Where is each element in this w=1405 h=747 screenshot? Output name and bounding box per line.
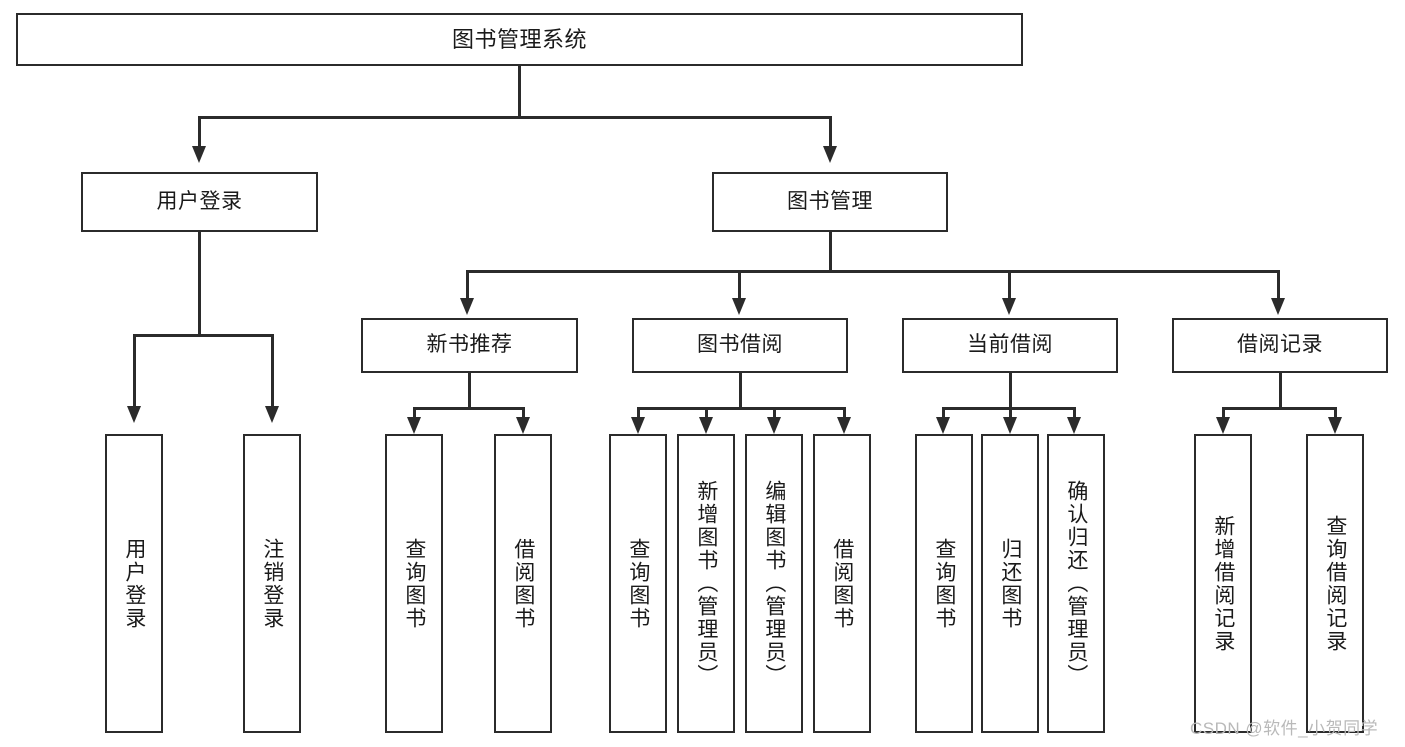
leaf-current-borrow-query[interactable]: 查询图书 — [915, 434, 973, 733]
connector-borrow-record-drop-2 — [1334, 407, 1337, 419]
node-label: 图书借阅 — [697, 333, 783, 357]
connector-root-to-book-mgmt — [829, 116, 832, 146]
node-label: 确认归还（管理员） — [1064, 480, 1088, 687]
arrow-new-book-leaf-2 — [516, 417, 530, 434]
node-label: 查询图书 — [932, 537, 956, 630]
leaf-user-login-login[interactable]: 用户登录 — [105, 434, 163, 733]
connector-user-login-drop-2 — [271, 334, 274, 406]
node-user-login[interactable]: 用户登录 — [81, 172, 318, 232]
connector-user-login-bus — [133, 334, 274, 337]
connector-book-borrow-drop-2 — [705, 407, 708, 419]
connector-root-to-user-login — [198, 116, 201, 146]
connector-book-mgmt-stem — [829, 232, 832, 272]
connector-book-mgmt-bus — [466, 270, 1279, 273]
node-root-system[interactable]: 图书管理系统 — [16, 13, 1023, 66]
node-label: 编辑图书（管理员） — [762, 480, 786, 687]
connector-borrow-record-bus — [1222, 407, 1337, 410]
node-label: 借阅图书 — [511, 537, 535, 630]
connector-new-book-bus — [413, 407, 525, 410]
connector-current-borrow-stem — [1009, 373, 1012, 409]
connector-book-borrow-stem — [739, 373, 742, 409]
node-label: 注销登录 — [260, 537, 284, 630]
node-label: 借阅图书 — [830, 537, 854, 630]
node-label: 新书推荐 — [426, 333, 513, 357]
connector-new-book-drop-2 — [522, 407, 525, 419]
node-book-borrow[interactable]: 图书借阅 — [632, 318, 848, 373]
arrow-book-mgmt-to-borrow — [732, 298, 746, 315]
leaf-book-borrow-add[interactable]: 新增图书（管理员） — [677, 434, 735, 733]
node-borrow-record[interactable]: 借阅记录 — [1172, 318, 1388, 373]
arrow-new-book-leaf-1 — [407, 417, 421, 434]
arrow-book-borrow-leaf-4 — [837, 417, 851, 434]
connector-user-login-drop-1 — [133, 334, 136, 406]
connector-current-borrow-drop-3 — [1073, 407, 1076, 419]
connector-book-mgmt-drop-3 — [1008, 270, 1011, 298]
leaf-current-borrow-return[interactable]: 归还图书 — [981, 434, 1039, 733]
leaf-borrow-record-query[interactable]: 查询借阅记录 — [1306, 434, 1364, 733]
watermark-text: CSDN @软件_小贺同学 — [1190, 719, 1379, 738]
arrow-current-borrow-leaf-3 — [1067, 417, 1081, 434]
arrow-root-to-book-mgmt — [823, 146, 837, 163]
connector-new-book-stem — [468, 373, 471, 409]
node-label: 当前借阅 — [967, 333, 1053, 357]
arrow-book-mgmt-to-new-book — [460, 298, 474, 315]
leaf-current-borrow-confirm[interactable]: 确认归还（管理员） — [1047, 434, 1105, 733]
leaf-new-book-query[interactable]: 查询图书 — [385, 434, 443, 733]
node-label: 借阅记录 — [1237, 333, 1323, 357]
leaf-new-book-borrow[interactable]: 借阅图书 — [494, 434, 552, 733]
arrow-current-borrow-leaf-2 — [1003, 417, 1017, 434]
connector-new-book-drop-1 — [413, 407, 416, 419]
connector-book-borrow-bus — [637, 407, 846, 410]
arrow-book-borrow-leaf-1 — [631, 417, 645, 434]
arrow-book-mgmt-to-current — [1002, 298, 1016, 315]
node-label: 归还图书 — [998, 537, 1022, 630]
leaf-borrow-record-add[interactable]: 新增借阅记录 — [1194, 434, 1252, 733]
node-label: 用户登录 — [122, 537, 146, 630]
node-label: 图书管理 — [787, 189, 873, 213]
arrow-user-login-leaf-2 — [265, 406, 279, 423]
connector-root-bus — [198, 116, 831, 119]
node-label: 查询图书 — [626, 537, 650, 630]
leaf-book-borrow-query[interactable]: 查询图书 — [609, 434, 667, 733]
node-label: 查询图书 — [402, 537, 426, 630]
connector-current-borrow-drop-2 — [1009, 407, 1012, 419]
node-label: 查询借阅记录 — [1323, 514, 1347, 653]
node-label: 图书管理系统 — [451, 26, 587, 52]
connector-user-login-stem — [198, 232, 201, 336]
connector-root-stem — [518, 66, 521, 118]
node-label: 用户登录 — [156, 189, 243, 213]
node-book-management[interactable]: 图书管理 — [712, 172, 948, 232]
leaf-book-borrow-borrow[interactable]: 借阅图书 — [813, 434, 871, 733]
connector-book-borrow-drop-3 — [773, 407, 776, 419]
connector-book-mgmt-drop-1 — [466, 270, 469, 298]
arrow-borrow-record-leaf-2 — [1328, 417, 1342, 434]
node-label: 新增图书（管理员） — [694, 480, 718, 687]
arrow-root-to-user-login — [192, 146, 206, 163]
connector-book-mgmt-drop-2 — [738, 270, 741, 298]
node-new-book-recommend[interactable]: 新书推荐 — [361, 318, 578, 373]
arrow-book-borrow-leaf-2 — [699, 417, 713, 434]
leaf-user-login-logout[interactable]: 注销登录 — [243, 434, 301, 733]
arrow-book-borrow-leaf-3 — [767, 417, 781, 434]
connector-book-borrow-drop-1 — [637, 407, 640, 419]
connector-borrow-record-drop-1 — [1222, 407, 1225, 419]
node-current-borrow[interactable]: 当前借阅 — [902, 318, 1118, 373]
connector-current-borrow-drop-1 — [942, 407, 945, 419]
arrow-current-borrow-leaf-1 — [936, 417, 950, 434]
arrow-borrow-record-leaf-1 — [1216, 417, 1230, 434]
node-label: 新增借阅记录 — [1211, 514, 1235, 653]
connector-borrow-record-stem — [1279, 373, 1282, 409]
leaf-book-borrow-edit[interactable]: 编辑图书（管理员） — [745, 434, 803, 733]
connector-book-borrow-drop-4 — [843, 407, 846, 419]
connector-book-mgmt-drop-4 — [1277, 270, 1280, 298]
arrow-user-login-leaf-1 — [127, 406, 141, 423]
arrow-book-mgmt-to-record — [1271, 298, 1285, 315]
